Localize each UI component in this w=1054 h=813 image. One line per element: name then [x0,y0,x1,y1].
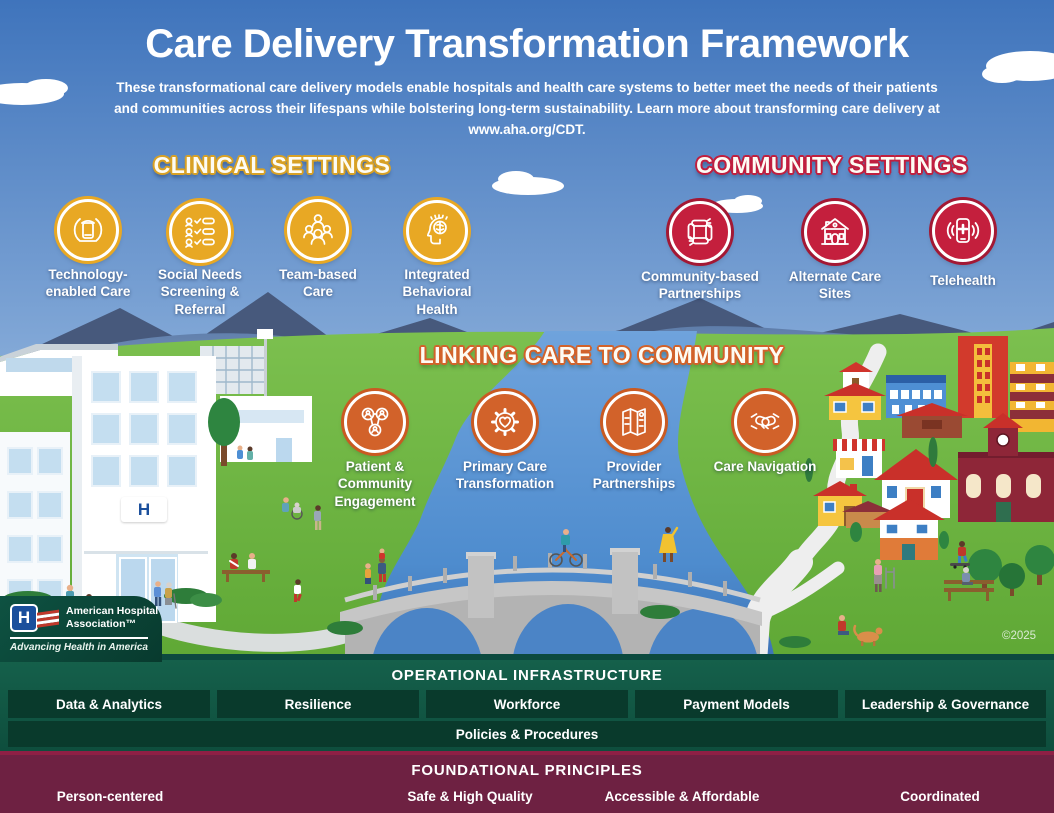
aha-tagline: Advancing Health in America [10,641,148,653]
team-based-care-icon [287,199,349,261]
telehealth-icon [932,200,994,262]
aha-flag-icon [37,609,59,628]
linking-item-label: Care Navigation [713,459,817,474]
foundational-heading: FOUNDATIONAL PRINCIPLES [411,762,643,779]
aha-name-line2: Association™ [66,618,137,630]
operational-item-leadership-governance: Leadership & Governance [845,690,1046,718]
community-settings-heading: COMMUNITY SETTINGS [696,152,968,178]
operational-item-workforce: Workforce [426,690,628,718]
hospital [0,329,312,623]
clinical-item-label: Social Needs Screening & Referral [157,267,243,317]
aha-monogram: H [10,604,38,632]
clinical-item-label: Team-based Care [279,267,357,300]
clinical-item-label: Technology-enabled Care [45,267,131,300]
integrated-behavioral-health-icon [406,200,468,262]
patient-community-engagement-icon [344,391,406,453]
town [805,336,1054,596]
social-needs-screening-icon [169,201,231,263]
clinical-settings-heading: CLINICAL SETTINGS [153,152,391,178]
page-subtitle: These transformational care delivery mod… [114,80,940,137]
copyright: ©2025 [1002,630,1037,642]
operational-infrastructure-band: OPERATIONAL INFRASTRUCTURE Data & Analyt… [0,660,1054,751]
clouds [0,51,1054,213]
linking-item-label: Patient & Community Engagement [334,459,416,509]
operational-item-resilience: Resilience [217,690,419,718]
aha-name-line1: American Hospital [66,605,159,618]
community-item-label: Alternate Care Sites [788,269,882,302]
operational-item-payment-models: Payment Models [635,690,838,718]
alternate-care-sites-icon [804,201,866,263]
linking-item-label: Provider Partnerships [592,459,676,492]
provider-partnerships-icon [603,391,665,453]
operational-item-policies-procedures: Policies & Procedures [8,721,1046,747]
linking-care-heading: LINKING CARE TO COMMUNITY [419,342,785,368]
hospital-sign: H [121,497,167,522]
community-based-partnerships-icon [669,201,731,263]
page-title: Care Delivery Transformation Framework [145,22,909,66]
foundational-item-person-centered: Person-centered [56,789,164,804]
clinical-item-label: Integrated Behavioral Health [402,267,472,317]
aha-rule [10,637,148,639]
operational-item-data-analytics: Data & Analytics [8,690,210,718]
community-item-label: Community-based Partnerships [641,269,759,302]
foundational-item-accessible-affordable: Accessible & Affordable [604,789,760,804]
linking-item-label: Primary Care Transformation [455,459,555,492]
bridge [340,548,762,662]
foundational-item-coordinated: Coordinated [900,789,980,804]
operational-heading: OPERATIONAL INFRASTRUCTURE [391,667,663,684]
primary-care-transformation-icon [474,391,536,453]
aha-name: American Hospital Association™ [66,605,158,630]
foundational-principles-band: FOUNDATIONAL PRINCIPLES Person-centered … [0,751,1054,813]
community-item-label: Telehealth [930,273,996,288]
care-navigation-icon [734,391,796,453]
foundational-item-safe-high-quality: Safe & High Quality [407,789,533,804]
aha-logo: H American Hospital Association™ Advanci… [0,596,162,662]
technology-enabled-care-icon [57,199,119,261]
scene-bottom-strip [0,654,1054,662]
